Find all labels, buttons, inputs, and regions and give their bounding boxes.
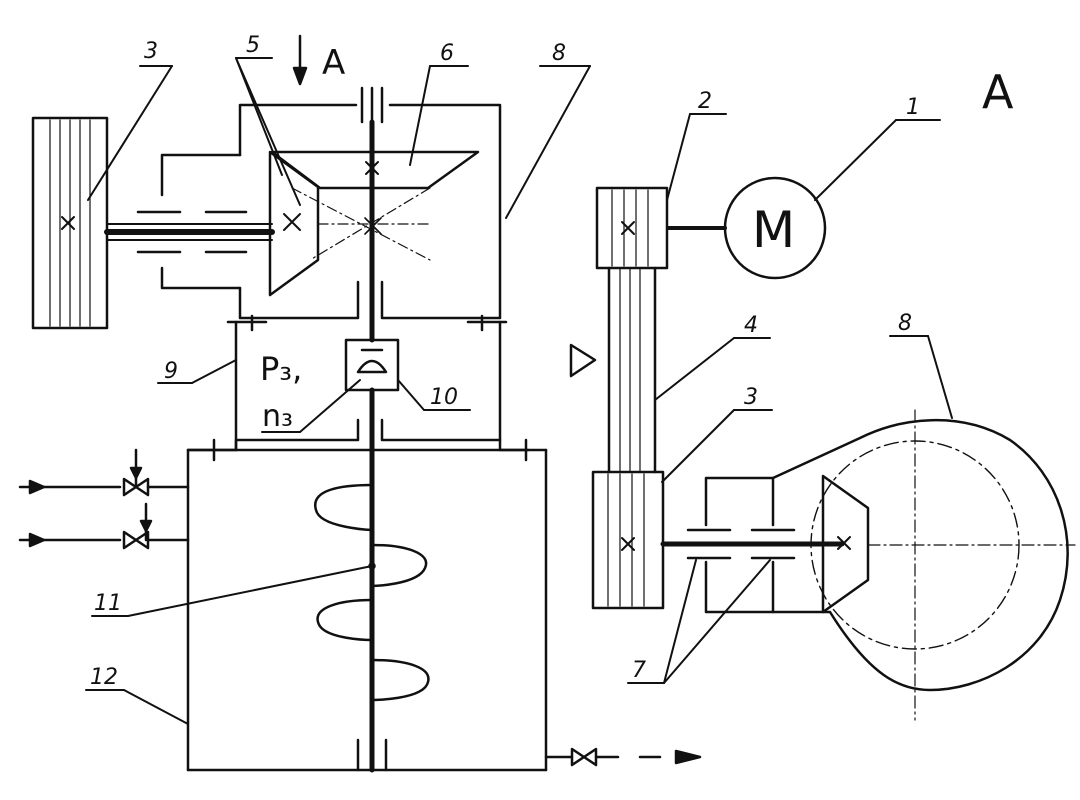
label-1: 1 — [906, 95, 920, 120]
torque-sensor-10 — [344, 338, 400, 392]
label-9: 9 — [164, 359, 178, 384]
input-shaft — [104, 153, 275, 290]
leader-lines — [85, 57, 953, 725]
vessel-12 — [186, 448, 548, 772]
label-7: 7 — [632, 658, 646, 683]
inlet-line-1 — [18, 448, 190, 497]
bevel-gear-6 — [270, 150, 480, 261]
bearings-7 — [660, 476, 845, 614]
outlet-line — [544, 747, 702, 767]
inlet-line-2 — [18, 502, 190, 550]
motor — [666, 176, 827, 280]
top-coupling — [360, 86, 384, 124]
label-11: 11 — [94, 591, 122, 616]
label-4: 4 — [744, 313, 758, 338]
label-6: 6 — [440, 41, 454, 66]
left-pulley — [31, 116, 109, 330]
label-power: P₃, — [260, 350, 302, 388]
label-5: 5 — [246, 33, 260, 58]
upper-pulley-2 — [595, 186, 669, 270]
label-speed: n₃ — [262, 399, 293, 434]
labels: 3 5 A 6 8 2 1 A M 4 8 9 P₃, n₃ 3 10 11 1… — [90, 33, 1014, 690]
label-12: 12 — [90, 665, 118, 690]
belt-4 — [569, 266, 657, 474]
label-10: 10 — [430, 385, 458, 410]
label-8-right: 8 — [898, 311, 912, 336]
label-3-left: 3 — [144, 39, 158, 64]
label-view-title-a: A — [982, 65, 1014, 119]
label-view-arrow-a: A — [322, 43, 345, 83]
label-3-right: 3 — [744, 385, 758, 410]
label-2: 2 — [698, 89, 712, 114]
gearbox-housing — [238, 103, 502, 320]
lower-pulley-3 — [591, 470, 665, 610]
view-arrow-a — [292, 34, 308, 86]
label-8-top: 8 — [552, 41, 566, 66]
right-bevel-gear — [821, 474, 870, 614]
label-motor: M — [752, 201, 795, 259]
bevel-gear-5 — [268, 150, 320, 297]
ribbon-agitator-11 — [314, 483, 430, 702]
support-frame-9 — [186, 314, 530, 462]
gear-housing-8 — [771, 409, 1076, 721]
